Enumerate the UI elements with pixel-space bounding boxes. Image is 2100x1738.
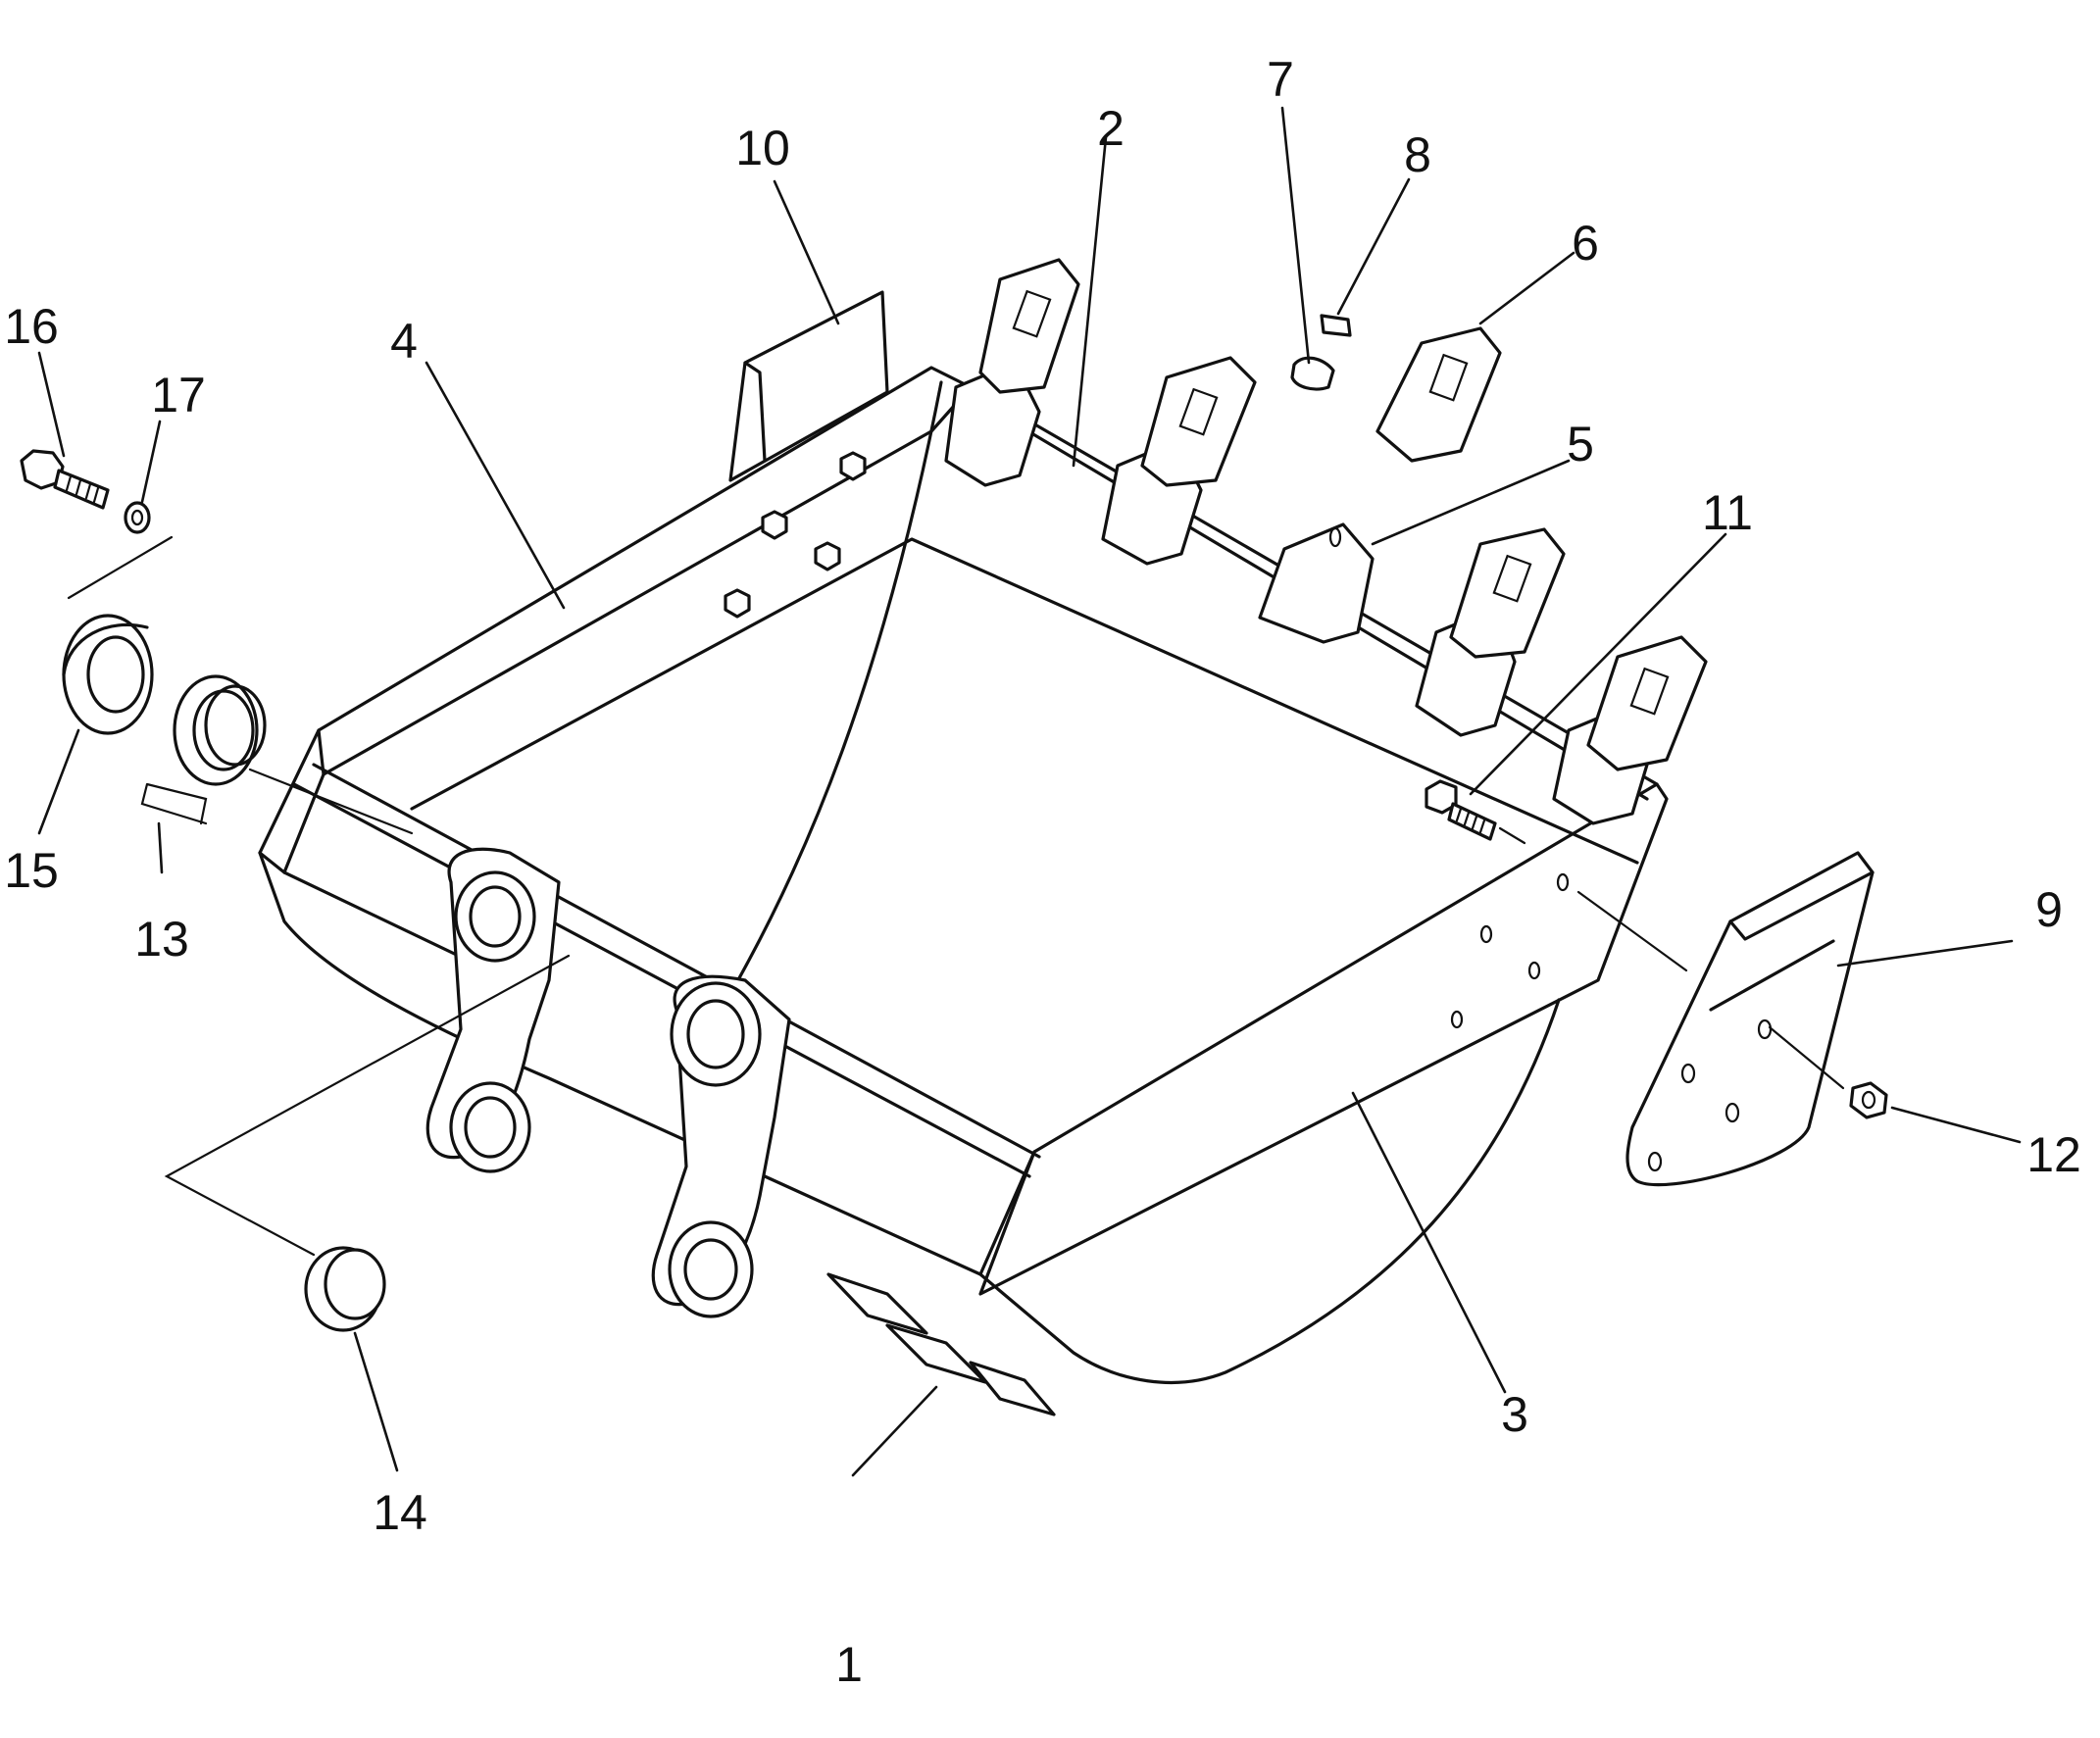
- part-8-lock: [1320, 314, 1352, 337]
- callout-14: 14: [373, 1485, 427, 1540]
- callout-labels: 1 2 3 4 5 6 7 8 9 10 11 12 13 14 15 16 1…: [4, 52, 2081, 1692]
- part-14-bushing: [304, 1246, 386, 1332]
- part-9-side-cutter: [1625, 851, 1875, 1187]
- part-17-washer: [124, 501, 151, 534]
- callout-13: 13: [134, 912, 189, 967]
- tooth-2: [1101, 356, 1257, 566]
- bucket-interior: [410, 380, 1639, 987]
- callout-16: 16: [4, 299, 59, 354]
- part-4-left-side-plate: [258, 366, 973, 874]
- tooth-5: [1552, 635, 1708, 825]
- callout-10: 10: [735, 121, 790, 175]
- tooth-4: [1415, 527, 1566, 737]
- callout-6: 6: [1572, 216, 1599, 271]
- part-7-pin: [1290, 356, 1335, 391]
- callout-11: 11: [1702, 485, 1753, 540]
- leader-lines: [37, 106, 2022, 1477]
- part-12-nut: [1849, 1081, 1888, 1119]
- part-15-collar: [62, 614, 154, 735]
- part-11-bolt: [1425, 779, 1497, 841]
- callout-8: 8: [1404, 127, 1431, 182]
- callout-4: 4: [390, 314, 418, 369]
- callout-17: 17: [151, 368, 206, 422]
- bucket-body: [258, 763, 1561, 1416]
- callout-3: 3: [1501, 1387, 1528, 1442]
- callout-2: 2: [1097, 101, 1125, 156]
- callout-7: 7: [1267, 52, 1294, 107]
- assembly-guide-lines: [67, 535, 1845, 1257]
- callout-12: 12: [2026, 1127, 2081, 1182]
- part-6-tooth: [1375, 326, 1502, 463]
- pin-boss-brackets: [425, 847, 791, 1318]
- tooth-1: [944, 258, 1080, 487]
- part-13-shims: [140, 674, 267, 825]
- part-16-bolt: [20, 449, 110, 510]
- callout-9: 9: [2035, 882, 2063, 937]
- callout-1: 1: [835, 1637, 863, 1692]
- part-5-adapter: [1258, 522, 1375, 644]
- part-3-right-side-plate: [978, 782, 1669, 1296]
- callout-5: 5: [1567, 417, 1594, 472]
- part-10-top-wear-plate: [728, 290, 889, 482]
- callout-15: 15: [4, 843, 59, 898]
